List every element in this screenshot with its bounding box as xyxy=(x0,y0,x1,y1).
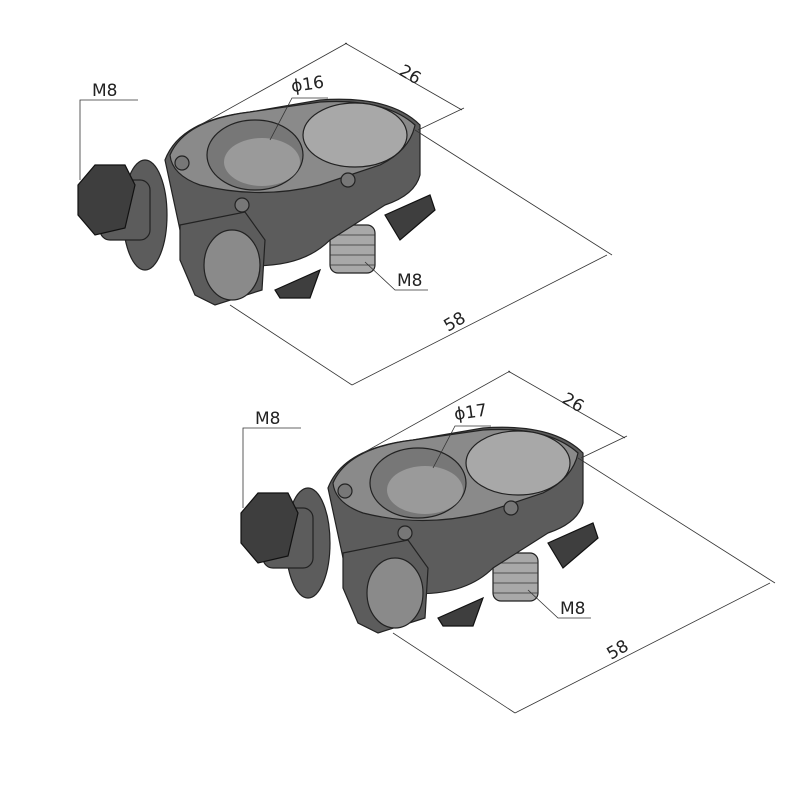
battery-clamp-image xyxy=(77,98,436,306)
dimension-lines xyxy=(79,42,613,386)
width-dimension-label: 26 xyxy=(396,61,425,89)
clamp-drawing-2: M8 ϕ17 26 58 M8 xyxy=(240,370,776,714)
hole-diameter-label: ϕ16 xyxy=(290,73,325,97)
stud-thread-label: M8 xyxy=(560,599,585,619)
width-dimension-label: 26 xyxy=(559,389,588,417)
stud-thread-label: M8 xyxy=(397,271,422,291)
bolt-thread-label: M8 xyxy=(92,81,117,101)
bolt-thread-label: M8 xyxy=(255,409,280,429)
dimension-lines xyxy=(242,370,776,714)
length-dimension-label: 58 xyxy=(441,308,470,336)
clamp-drawing-1: M8 ϕ16 26 58 M8 xyxy=(77,42,613,386)
length-dimension-label: 58 xyxy=(604,636,633,664)
battery-clamp-image xyxy=(240,426,599,634)
hole-diameter-label: ϕ17 xyxy=(453,401,488,425)
